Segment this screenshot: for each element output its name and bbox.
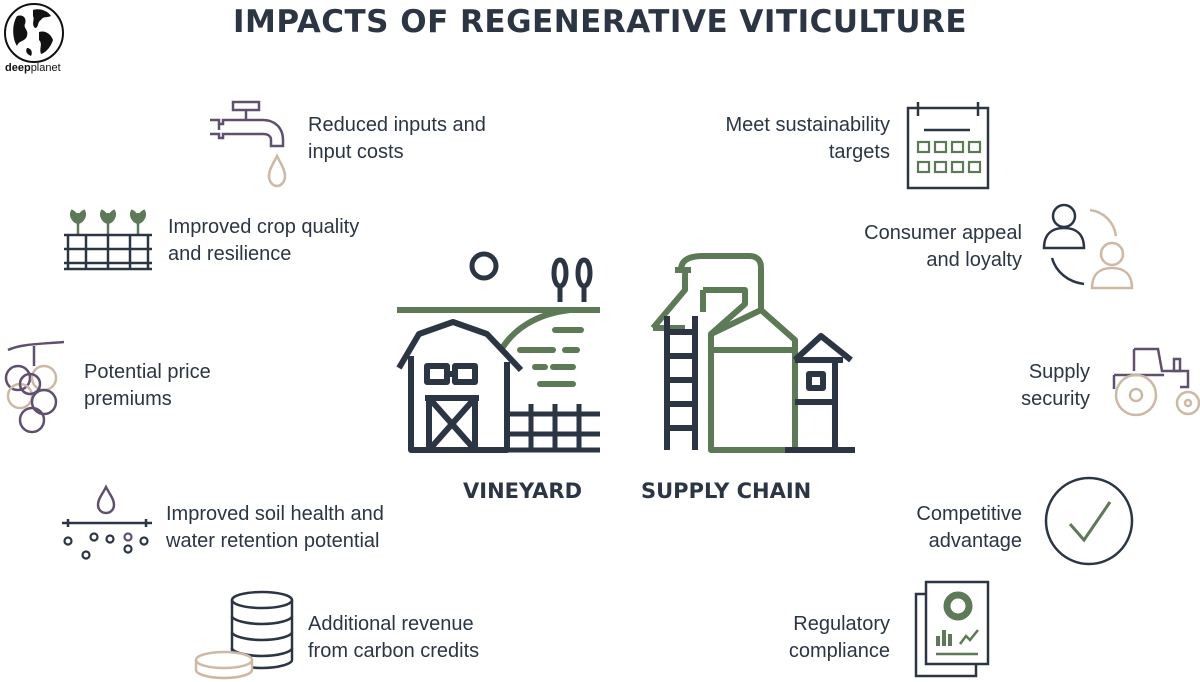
report-document-icon [914, 580, 990, 678]
crop-planter-icon [64, 209, 152, 271]
tractor-icon [1112, 347, 1200, 417]
grapes-icon [4, 340, 65, 434]
globe-logo-icon [4, 3, 64, 63]
calendar-icon [906, 102, 990, 190]
coin-stack-icon [194, 590, 294, 680]
users-icon [1042, 203, 1134, 290]
soil-water-icon [62, 484, 152, 560]
checkmark-circle-icon [1044, 476, 1134, 566]
supply-chain-silo-icon [650, 253, 855, 453]
faucet-icon [210, 100, 287, 188]
supply-chain-label: SUPPLY CHAIN [641, 479, 812, 503]
vineyard-barn-icon [396, 251, 600, 453]
vineyard-label: VINEYARD [463, 479, 583, 503]
logo-wordmark: deepplanet [5, 62, 61, 74]
page-title: IMPACTS OF REGENERATIVE VITICULTURE [232, 4, 968, 40]
